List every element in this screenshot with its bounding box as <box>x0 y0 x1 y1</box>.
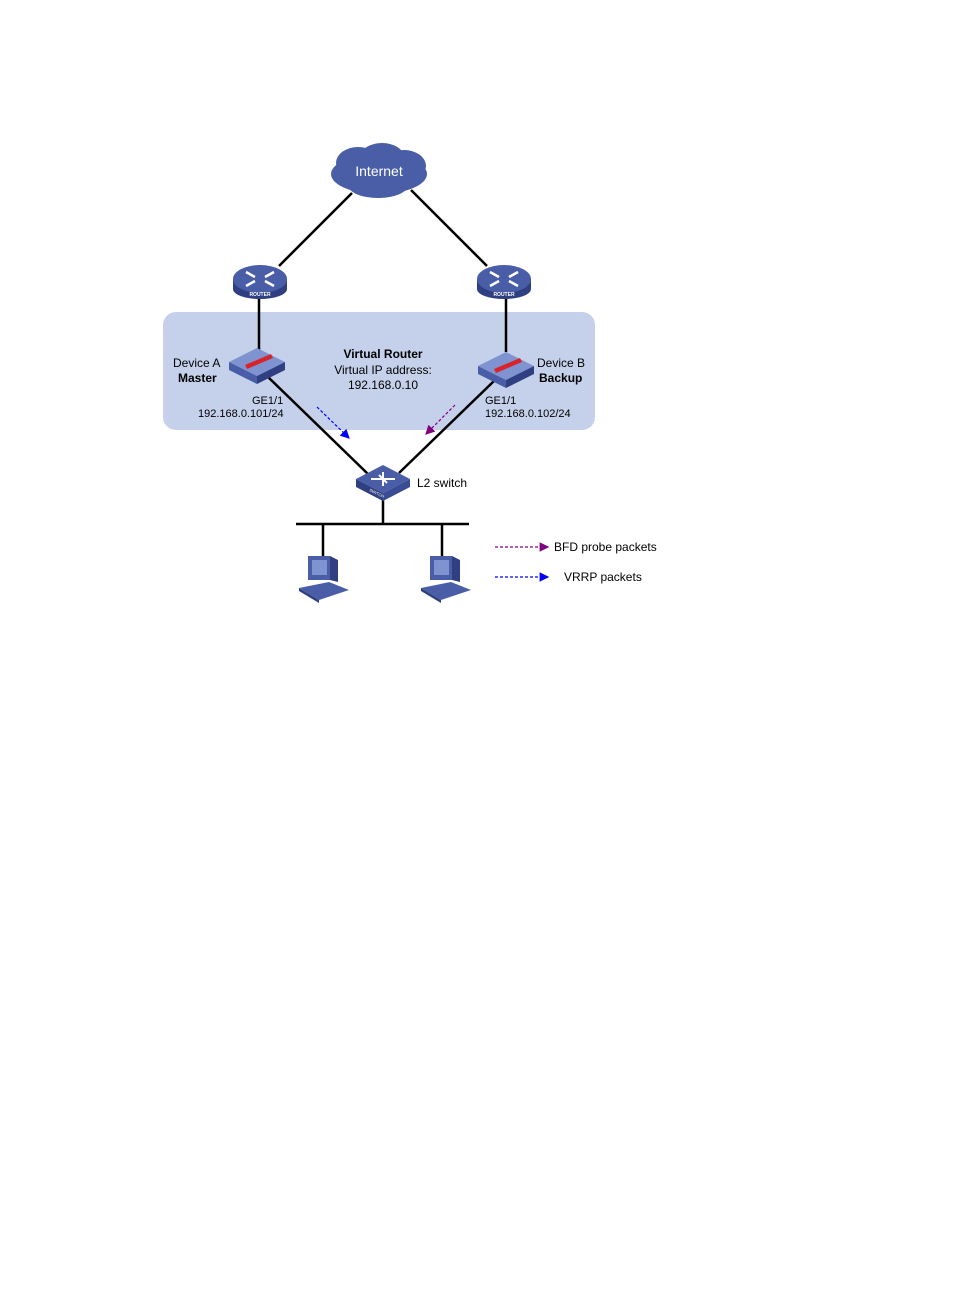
pc-1-icon <box>299 556 349 603</box>
device-b-firewall-icon <box>478 352 534 388</box>
legend-vrrp-label: VRRP packets <box>564 570 642 584</box>
link-device-b-switch <box>398 380 495 474</box>
virtual-ip-label: Virtual IP address: <box>334 363 432 377</box>
legend: BFD probe packets VRRP packets <box>495 540 657 584</box>
internet-cloud-icon <box>331 143 427 198</box>
router-a-icon: ROUTER <box>233 265 287 299</box>
switch-label: L2 switch <box>417 476 467 490</box>
link-device-a-switch <box>266 375 370 476</box>
device-a-name: Device A <box>173 356 220 370</box>
device-a-ip: 192.168.0.101/24 <box>198 408 284 420</box>
link-internet-router-b <box>410 189 488 267</box>
svg-text:ROUTER: ROUTER <box>493 292 515 298</box>
device-b-interface: GE1/1 <box>485 395 516 407</box>
svg-text:ROUTER: ROUTER <box>249 292 271 298</box>
l2-switch-icon: SWITCH <box>356 465 410 501</box>
internet-label: Internet <box>355 163 403 179</box>
virtual-router-area <box>163 312 595 430</box>
device-a-role: Master <box>178 371 217 385</box>
vrrp-packet-arrow <box>316 406 350 439</box>
link-internet-router-a <box>278 192 353 267</box>
router-b-icon: ROUTER <box>477 265 531 299</box>
device-a-interface: GE1/1 <box>252 395 283 407</box>
pc-2-icon <box>421 556 471 603</box>
virtual-router-title: Virtual Router <box>343 347 422 361</box>
svg-text:SWITCH: SWITCH <box>369 487 385 498</box>
device-b-role: Backup <box>539 371 582 385</box>
bfd-packet-arrow <box>425 404 456 435</box>
device-b-name: Device B <box>537 356 585 370</box>
device-a-firewall-icon <box>229 348 285 384</box>
links <box>257 189 508 558</box>
device-b-ip: 192.168.0.102/24 <box>485 408 571 420</box>
legend-bfd-label: BFD probe packets <box>554 540 657 554</box>
virtual-ip-value: 192.168.0.10 <box>348 378 418 392</box>
